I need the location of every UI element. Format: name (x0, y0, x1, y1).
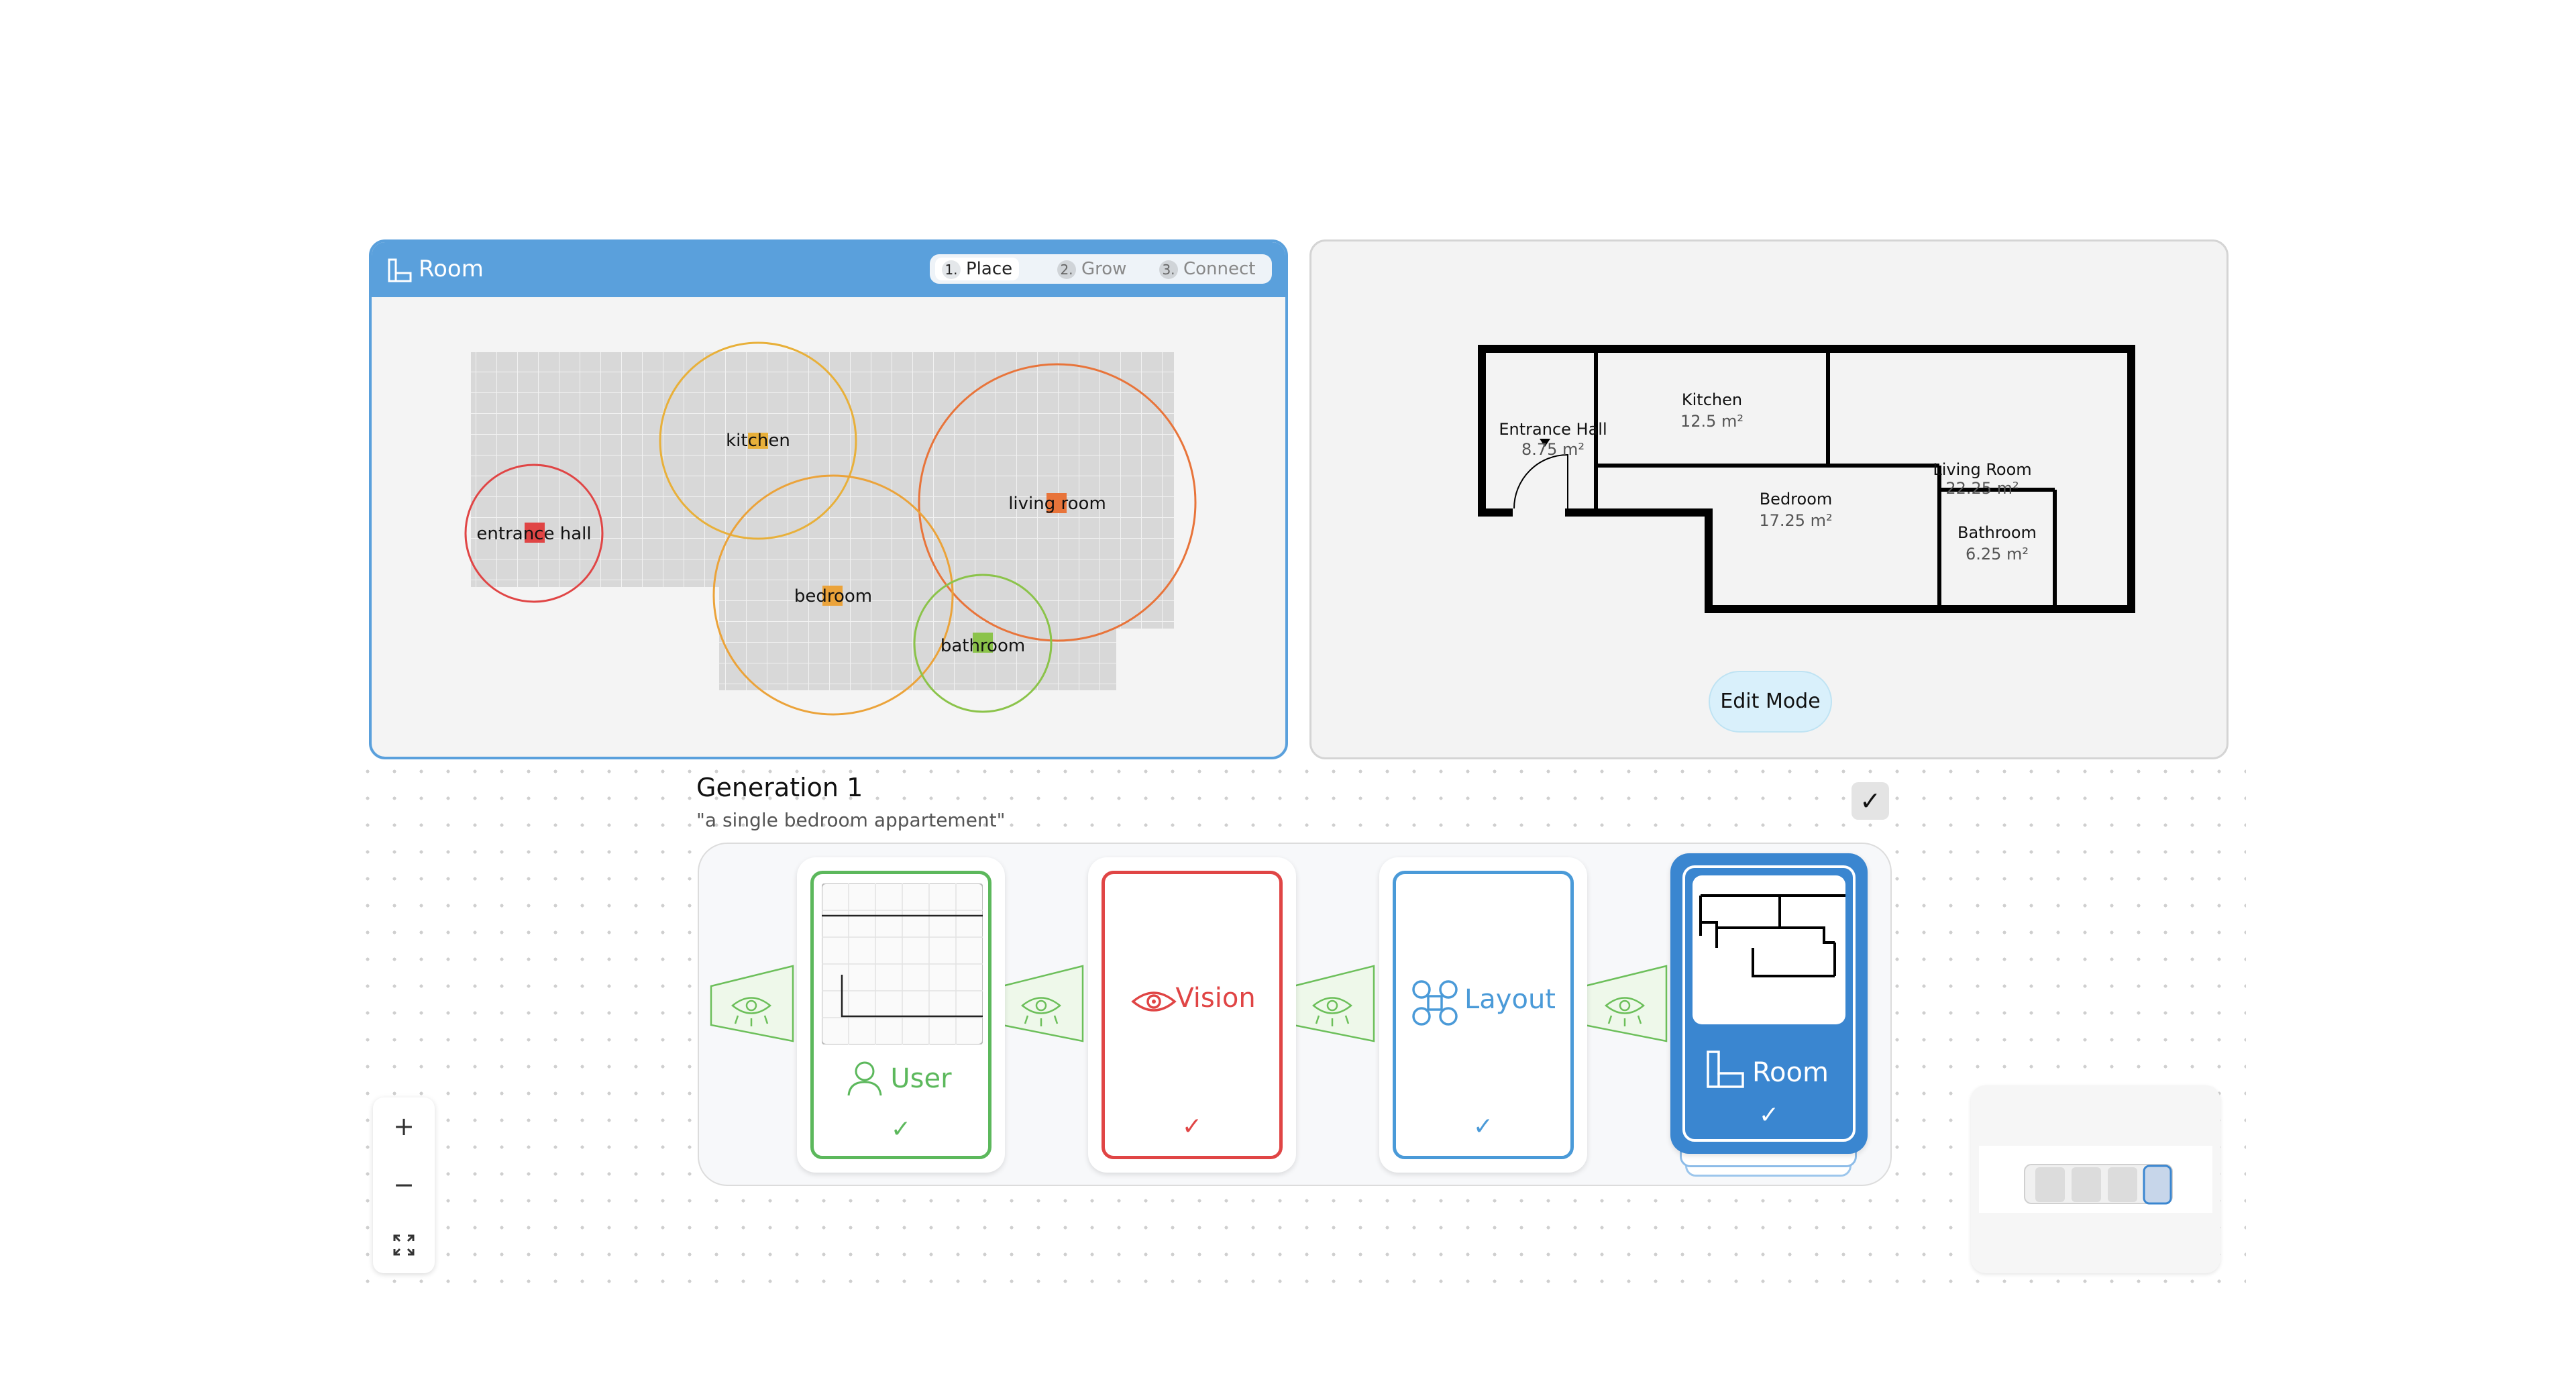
layout-card-label: Layout (1464, 984, 1556, 1015)
kitchen-radius (659, 341, 857, 540)
plan-room-entrance-hall: Entrance Hall (1499, 420, 1607, 439)
bedroom-radius (712, 474, 954, 716)
layout-graph-icon (1412, 980, 1458, 1026)
fit-view-button[interactable] (373, 1214, 435, 1273)
room-panel: Room 1.Place 2.Grow 3.Connect entrance h… (369, 239, 1288, 759)
entrance-arrow-icon (1540, 439, 1550, 447)
tab-place[interactable]: 1.Place (935, 258, 1020, 280)
front-door-gap (1513, 506, 1565, 517)
plan-area-bedroom: 17.25 m² (1759, 511, 1832, 530)
floor-plan-outer-wall (1478, 345, 2135, 613)
user-card-label: User (890, 1063, 952, 1094)
room-card-check-icon: ✓ (1758, 1101, 1780, 1129)
bathroom-seed[interactable] (973, 633, 993, 653)
minimap[interactable] (1971, 1085, 2220, 1273)
room-label-kitchen: kitchen (726, 431, 790, 451)
user-card-inner: User ✓ (810, 871, 991, 1159)
room-label-entrance-hall: entrance hall (476, 524, 591, 544)
user-sketch-preview (822, 883, 983, 1044)
tab-connect[interactable]: 3.Connect (1152, 258, 1263, 280)
plan-room-living-room: Living Room (1933, 460, 2031, 479)
placement-grid (471, 352, 1174, 690)
minimap-preview (1979, 1146, 2212, 1213)
door-swing-icon (1513, 453, 1568, 509)
room-card-inner: Room ✓ (1682, 865, 1856, 1142)
plan-room-bedroom: Bedroom (1760, 490, 1833, 508)
vision-card-check-icon: ✓ (1181, 1113, 1203, 1140)
plan-area-kitchen: 12.5 m² (1680, 412, 1743, 431)
generation-accept-checkbox[interactable]: ✓ (1851, 782, 1889, 820)
room-panel-header: Room 1.Place 2.Grow 3.Connect (372, 242, 1285, 297)
room-placement-canvas[interactable]: entrance hall kitchen living room bedroo… (372, 297, 1285, 759)
room-panel-title: Room (419, 256, 484, 282)
pipeline-card-vision[interactable]: Vision ✓ (1088, 857, 1296, 1173)
layout-card-inner: Layout ✓ (1393, 871, 1574, 1159)
pipeline-card-layout[interactable]: Layout ✓ (1379, 857, 1587, 1173)
kitchen-seed[interactable] (748, 433, 768, 449)
room-card-preview (1693, 875, 1845, 1024)
plan-area-bathroom: 6.25 m² (1966, 545, 2029, 563)
bedroom-seed[interactable] (822, 586, 843, 606)
fullscreen-icon (393, 1234, 415, 1255)
room-card-icon (1707, 1051, 1744, 1088)
pipeline-card-user[interactable]: User ✓ (797, 857, 1005, 1173)
floor-plan-panel: Entrance Hall 8.75 m² Kitchen 12.5 m² Li… (1309, 239, 2229, 759)
plan-area-entrance-hall: 8.75 m² (1521, 440, 1585, 459)
bathroom-radius (913, 574, 1053, 713)
user-icon (847, 1061, 882, 1096)
vision-card-label: Vision (1175, 983, 1256, 1014)
entrance-hall-radius (464, 464, 604, 603)
zoom-in-button[interactable]: + (393, 1112, 415, 1141)
room-label-living-room: living room (1008, 494, 1106, 514)
vision-card-inner: Vision ✓ (1102, 871, 1283, 1159)
generation-prompt: "a single bedroom appartement" (696, 809, 1006, 831)
room-icon (388, 258, 412, 282)
entrance-hall-seed[interactable] (525, 523, 545, 543)
plan-room-bathroom: Bathroom (1957, 523, 2037, 542)
zoom-controls: + − (373, 1097, 435, 1273)
zoom-out-button[interactable]: − (393, 1170, 415, 1199)
floor-plan: Entrance Hall 8.75 m² Kitchen 12.5 m² Li… (1478, 345, 2135, 613)
vision-eye-icon (1131, 991, 1177, 1012)
layout-card-check-icon: ✓ (1472, 1113, 1494, 1140)
tab-grow[interactable]: 2.Grow (1051, 258, 1133, 280)
plan-room-kitchen: Kitchen (1682, 390, 1742, 409)
room-label-bedroom: bedroom (794, 586, 872, 606)
room-card-label: Room (1752, 1057, 1829, 1088)
user-card-check-icon: ✓ (890, 1116, 912, 1143)
living-room-seed[interactable] (1046, 493, 1067, 513)
room-label-bathroom: bathroom (941, 636, 1025, 656)
generation-title: Generation 1 (696, 773, 863, 802)
pipeline-card-room[interactable]: Room ✓ (1670, 853, 1868, 1154)
living-room-radius (918, 363, 1197, 642)
edit-mode-button[interactable]: Edit Mode (1709, 671, 1832, 733)
plan-area-living-room: 22.25 m² (1945, 479, 2019, 498)
step-tabs: 1.Place 2.Grow 3.Connect (930, 254, 1272, 284)
